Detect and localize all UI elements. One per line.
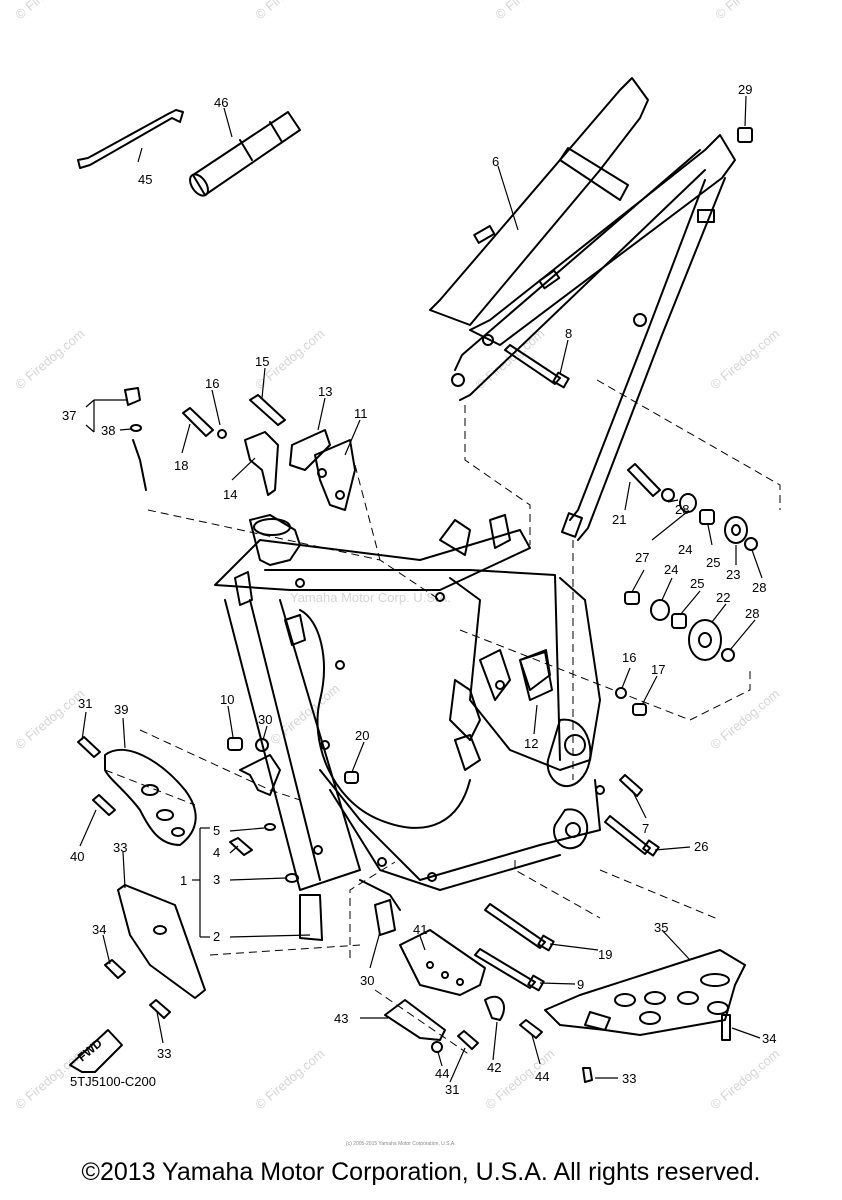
callout-8: 8 xyxy=(565,326,572,341)
callout-25: 25 xyxy=(706,555,720,570)
watermark: © Firedog.com xyxy=(252,0,327,22)
callout-23: 23 xyxy=(726,567,740,582)
fwd-label: FWD xyxy=(75,1036,105,1065)
callout-24: 24 xyxy=(664,562,678,577)
watermark: © Firedog.com xyxy=(707,1046,782,1112)
callout-36: 37 xyxy=(62,408,76,423)
watermark: © Firedog.com xyxy=(12,326,87,392)
clamp-42 xyxy=(384,999,446,1041)
guard-38 xyxy=(104,749,197,846)
callout-28: 28 xyxy=(745,606,759,621)
assembly-lines xyxy=(104,379,781,1056)
callout-33: 33 xyxy=(622,1071,636,1086)
callout-15: 15 xyxy=(255,354,269,369)
watermark: © Firedog.com xyxy=(492,0,567,22)
rear-subframe xyxy=(429,77,736,541)
cable-part-36 xyxy=(124,387,147,491)
watermark: © Firedog.com xyxy=(707,326,782,392)
callout-40: 41 xyxy=(413,922,427,937)
callout-31: 31 xyxy=(78,696,92,711)
callout-27: 27 xyxy=(635,550,649,565)
callout-11: 11 xyxy=(354,406,368,421)
callout-12: 12 xyxy=(524,736,538,751)
callout-10: 10 xyxy=(220,692,234,707)
callout-37: 38 xyxy=(101,423,115,438)
watermark: © Firedog.com xyxy=(12,686,87,752)
callout-labels: 46 45 6 29 8 15 16 13 11 37 38 18 14 21 … xyxy=(62,82,776,1097)
callout-32: 33 xyxy=(113,840,127,855)
fwd-arrow-icon: FWD xyxy=(69,1029,123,1073)
callout-3: 3 xyxy=(213,872,220,887)
callout-34: 34 xyxy=(92,922,106,937)
callout-30: 30 xyxy=(360,973,374,988)
callout-46: 46 xyxy=(214,95,228,110)
callout-42: 43 xyxy=(334,1011,348,1026)
skid-plate-35 xyxy=(544,949,746,1036)
callout-1: 1 xyxy=(180,873,187,888)
leader-lines xyxy=(79,95,763,1083)
watermark: © Firedog.com xyxy=(252,1046,327,1112)
diagram-code: 5TJ5100-C200 xyxy=(70,1074,156,1089)
callout-28: 28 xyxy=(752,580,766,595)
callout-17: 17 xyxy=(651,662,665,677)
callout-41: 42 xyxy=(487,1060,501,1075)
watermark: © Firedog.com xyxy=(12,0,87,22)
callout-16: 16 xyxy=(622,650,636,665)
callout-2: 2 xyxy=(213,929,220,944)
callout-21: 21 xyxy=(612,512,626,527)
callout-22: 22 xyxy=(716,590,730,605)
callout-34: 34 xyxy=(762,1031,776,1046)
callout-28: 28 xyxy=(675,502,689,517)
engine-brackets xyxy=(239,429,551,796)
callout-24: 24 xyxy=(678,542,692,557)
tool-spark-plug-wrench-46 xyxy=(189,111,301,197)
watermark: © Firedog.com xyxy=(712,0,787,22)
callout-14: 14 xyxy=(223,487,237,502)
plate-32 xyxy=(117,884,206,999)
callout-16: 16 xyxy=(205,376,219,391)
clamp-41 xyxy=(484,995,505,1021)
callout-19: 19 xyxy=(598,947,612,962)
fine-print: (c) 2005-2015 Yamaha Motor Corporation, … xyxy=(346,1141,456,1147)
callout-9: 9 xyxy=(577,977,584,992)
callout-6: 6 xyxy=(492,154,499,169)
callout-18: 18 xyxy=(174,458,188,473)
callout-38: 39 xyxy=(114,702,128,717)
guard-40 xyxy=(399,929,486,996)
callout-31: 31 xyxy=(445,1082,459,1097)
callout-26: 26 xyxy=(694,839,708,854)
callout-7: 7 xyxy=(642,821,649,836)
callout-39: 40 xyxy=(70,849,84,864)
callout-4: 4 xyxy=(213,845,220,860)
tool-wrench-45 xyxy=(77,109,184,169)
callout-30: 30 xyxy=(258,712,272,727)
callout-25: 25 xyxy=(690,576,704,591)
callout-44: 44 xyxy=(535,1069,549,1084)
callout-35: 35 xyxy=(654,920,668,935)
callout-20: 20 xyxy=(355,728,369,743)
callout-33: 33 xyxy=(157,1046,171,1061)
callout-43: 44 xyxy=(435,1066,449,1081)
callout-5: 5 xyxy=(213,823,220,838)
callout-13: 13 xyxy=(318,384,332,399)
copyright-footer: ©2013 Yamaha Motor Corporation, U.S.A. A… xyxy=(81,1158,761,1186)
collars-nuts xyxy=(217,127,758,1053)
frame-watermark: Yamaha Motor Corp. U.S.A. xyxy=(290,590,451,605)
main-frame xyxy=(214,514,605,911)
callout-29: 29 xyxy=(738,82,752,97)
watermark: © Firedog.com xyxy=(707,686,782,752)
callout-45: 45 xyxy=(138,172,152,187)
